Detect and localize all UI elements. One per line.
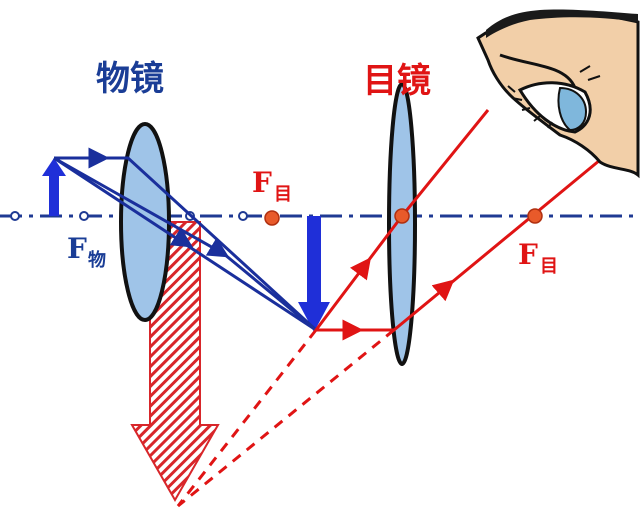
f-objective-letter: F xyxy=(67,232,87,265)
f-eyepiece-far-letter: F xyxy=(518,238,538,271)
objective-lens xyxy=(119,122,171,322)
f-objective-sub: 物 xyxy=(88,249,106,271)
eye-icon xyxy=(476,9,640,179)
object-arrow xyxy=(42,158,66,216)
objective-title: 物镜 xyxy=(96,59,164,99)
f-eyepiece-far-sub: 目 xyxy=(540,256,558,277)
intermediate-image-arrow xyxy=(298,216,330,332)
virtual-ray-extensions xyxy=(176,328,395,508)
focal-points xyxy=(264,208,543,226)
eyepiece-title: 目镜 xyxy=(363,61,431,101)
eyepiece-rays xyxy=(314,109,601,341)
f-eyepiece-near-letter: F xyxy=(252,166,272,199)
f-eyepiece-near-sub: 目 xyxy=(274,184,292,205)
eyepiece-lens xyxy=(387,82,417,366)
objective-rays xyxy=(53,147,318,332)
